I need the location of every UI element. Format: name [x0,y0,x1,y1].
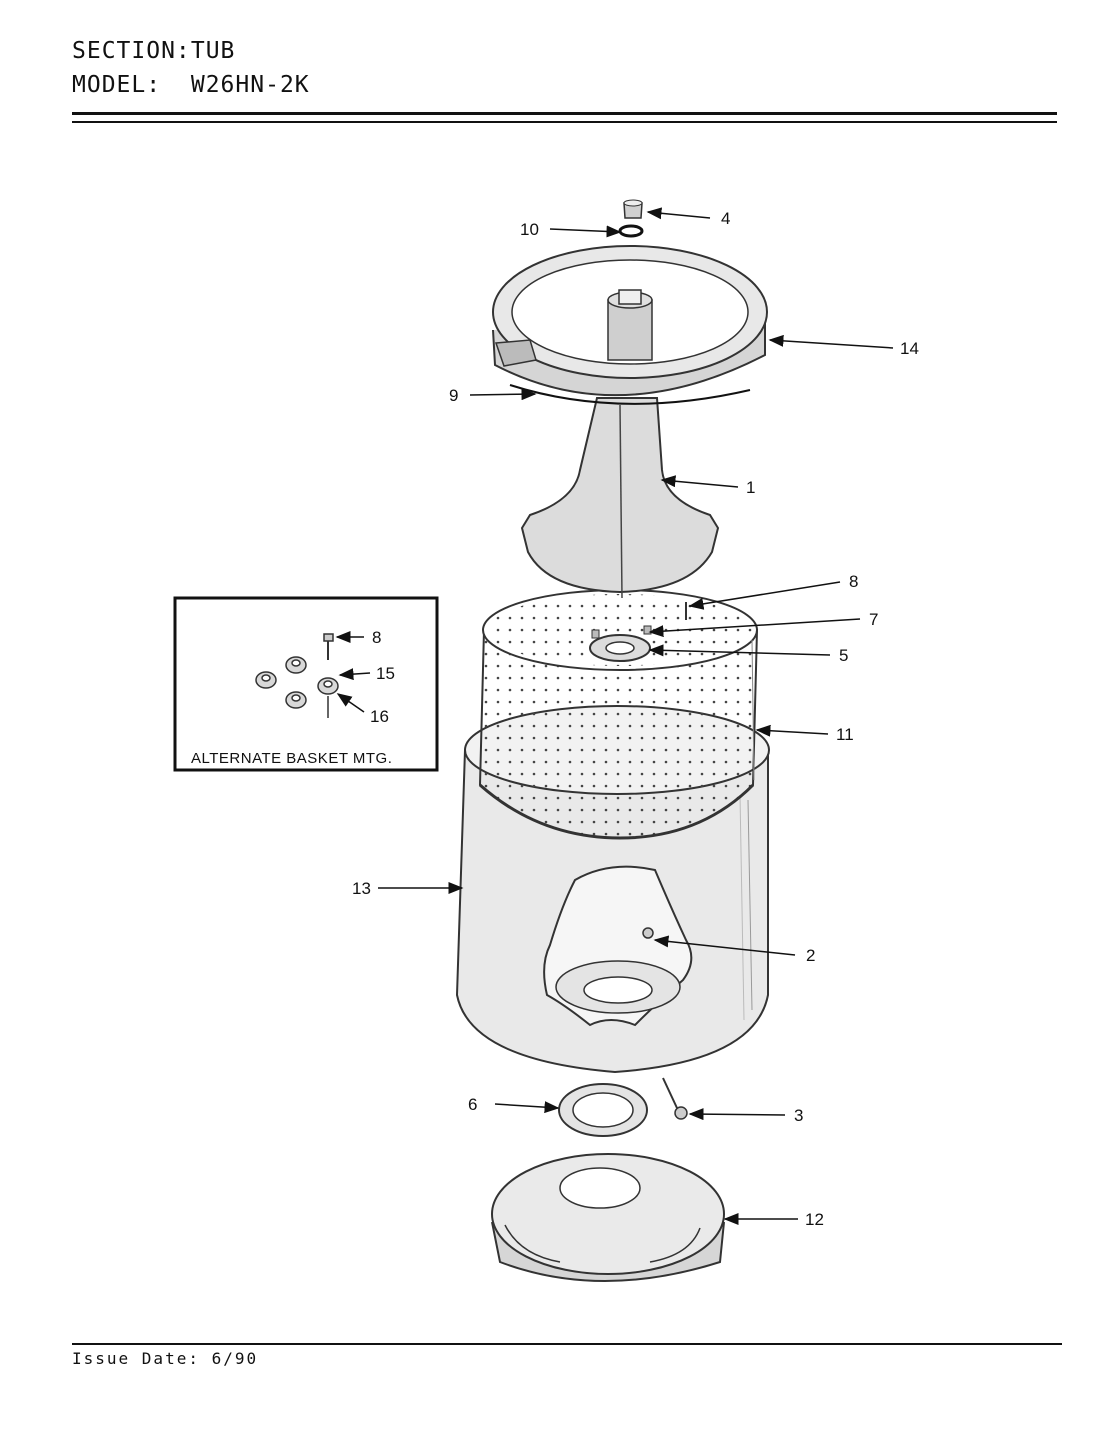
callout-9: 9 [449,386,458,405]
inner-basket-part [478,589,759,840]
agitator-post-part [607,289,653,361]
issue-date: Issue Date: 6/90 [72,1349,259,1368]
callout-1: 1 [746,478,755,497]
inset-callout-8: 8 [372,628,381,647]
inset-callout-15: 15 [376,664,395,683]
callout-14: 14 [900,339,919,358]
section-value: TUB [190,38,236,64]
section-label: SECTION: [72,38,191,64]
alternate-basket-inset: 8 15 16 ALTERNATE BASKET MTG. [173,596,439,772]
section-heading: SECTION: TUB [72,38,235,64]
callout-3: 3 [794,1106,803,1125]
model-label: MODEL: [72,72,162,98]
tub-center-post-part [543,865,693,1027]
basket-hub-part [589,602,687,662]
gasket-part [558,1083,648,1137]
model-heading: MODEL: W26HN-2K [72,72,310,98]
callout-8: 8 [849,572,858,591]
agitator-part [520,397,720,599]
inset-callout-16: 16 [370,707,389,726]
callout-12: 12 [805,1210,824,1229]
callout-11: 11 [836,725,854,744]
header-rule-top [72,112,1057,115]
base-plate-part [491,1153,725,1282]
leader-lines [378,207,894,1225]
callout-4: 4 [721,209,730,228]
inset-parts [255,633,339,718]
callout-13: 13 [352,879,371,898]
inset-title: ALTERNATE BASKET MTG. [191,750,392,767]
footer-rule [72,1343,1062,1345]
callout-2: 2 [806,946,815,965]
bolt-part [662,1077,688,1120]
cap-nut-part [618,199,644,238]
callout-10: 10 [520,220,539,239]
header-rule-bottom [72,121,1057,123]
model-value: W26HN-2K [190,72,310,98]
callout-6: 6 [468,1095,477,1114]
callout-5: 5 [839,646,848,665]
callout-7: 7 [869,610,878,629]
